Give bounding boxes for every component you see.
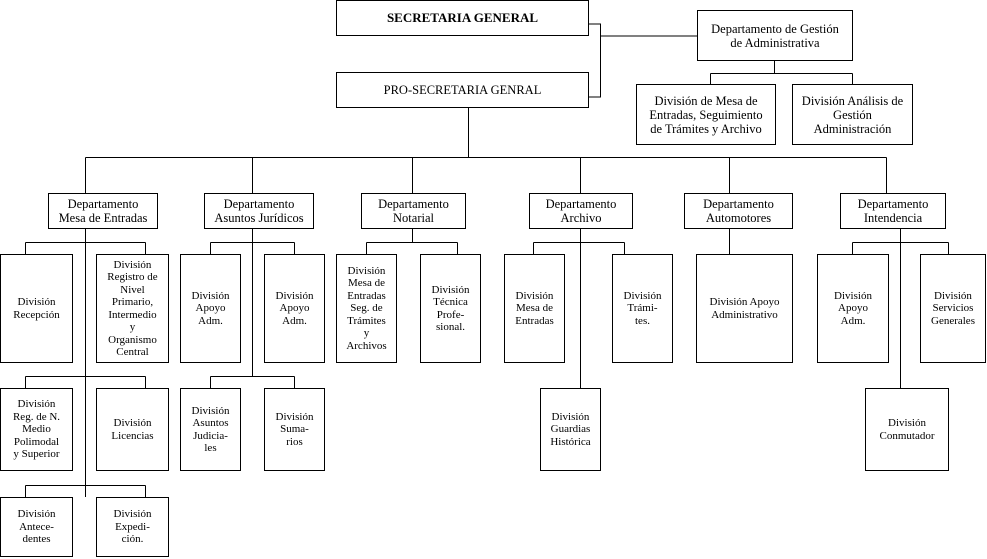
div-apoyo-adm-juridicos-2-box: División Apoyo Adm. (264, 254, 325, 363)
div-apoyo-adm-intendencia-box: División Apoyo Adm. (817, 254, 889, 363)
department-drops (85, 157, 887, 193)
div-expedicion-box: División Expedi- ción. (96, 497, 169, 557)
div-apoyo-administrativo-box: División Apoyo Administrativo (696, 254, 793, 363)
div-antecedentes-box: División Antece- dentes (0, 497, 73, 557)
mesa-branch-2 (25, 376, 146, 388)
div-licencias-box: División Licencias (96, 388, 169, 471)
div-servicios-generales-box: División Servicios Generales (920, 254, 986, 363)
div-mesa-seguimiento-box: División de Mesa de Entradas, Seguimient… (636, 84, 776, 145)
juridicos-branch-2 (210, 376, 295, 388)
dept-archivo-box: Departamento Archivo (529, 193, 633, 229)
div-guardias-historica-box: División Guardias Histórica (540, 388, 601, 471)
juridicos-branch-1 (210, 242, 295, 254)
pro-secretaria-box: PRO-SECRETARIA GENRAL (336, 72, 589, 108)
mesa-branch-1 (25, 242, 146, 254)
div-analisis-gestion-box: División Análisis de Gestión Administrac… (792, 84, 913, 145)
archivo-tree (533, 228, 625, 388)
dept-notarial-box: Departamento Notarial (361, 193, 466, 229)
dept-gestion-box: Departamento de Gestión de Administrativ… (697, 10, 853, 61)
secretaria-pro-bracket (588, 23, 601, 98)
gestion-tree (710, 61, 853, 84)
div-recepcion-box: División Recepción (0, 254, 73, 363)
div-tecnica-profesional-box: División Técnica Profe- sional. (420, 254, 481, 363)
dept-asuntos-juridicos-box: Departamento Asuntos Jurídicos (204, 193, 314, 229)
div-conmutador-box: División Conmutador (865, 388, 949, 471)
div-reg-medio-box: División Reg. de N. Medio Polimodal y Su… (0, 388, 73, 471)
dept-mesa-entradas-box: Departamento Mesa de Entradas (48, 193, 158, 229)
div-registro-primario-box: División Registro de Nivel Primario, Int… (96, 254, 169, 363)
mesa-branch-3 (25, 485, 146, 497)
dept-intendencia-box: Departamento Intendencia (840, 193, 946, 229)
div-asuntos-judiciales-box: División Asuntos Judicia- les (180, 388, 241, 471)
notarial-tree (366, 228, 458, 254)
div-tramites-box: División Trámi- tes. (612, 254, 673, 363)
dept-automotores-box: Departamento Automotores (684, 193, 793, 229)
div-mesa-notarial-box: División Mesa de Entradas Seg. de Trámit… (336, 254, 397, 363)
intendencia-tree (852, 228, 949, 388)
div-apoyo-adm-juridicos-1-box: División Apoyo Adm. (180, 254, 241, 363)
div-mesa-archivo-box: División Mesa de Entradas (504, 254, 565, 363)
div-sumarios-box: División Suma- rios (264, 388, 325, 471)
secretaria-general-box: SECRETARIA GENERAL (336, 0, 589, 36)
